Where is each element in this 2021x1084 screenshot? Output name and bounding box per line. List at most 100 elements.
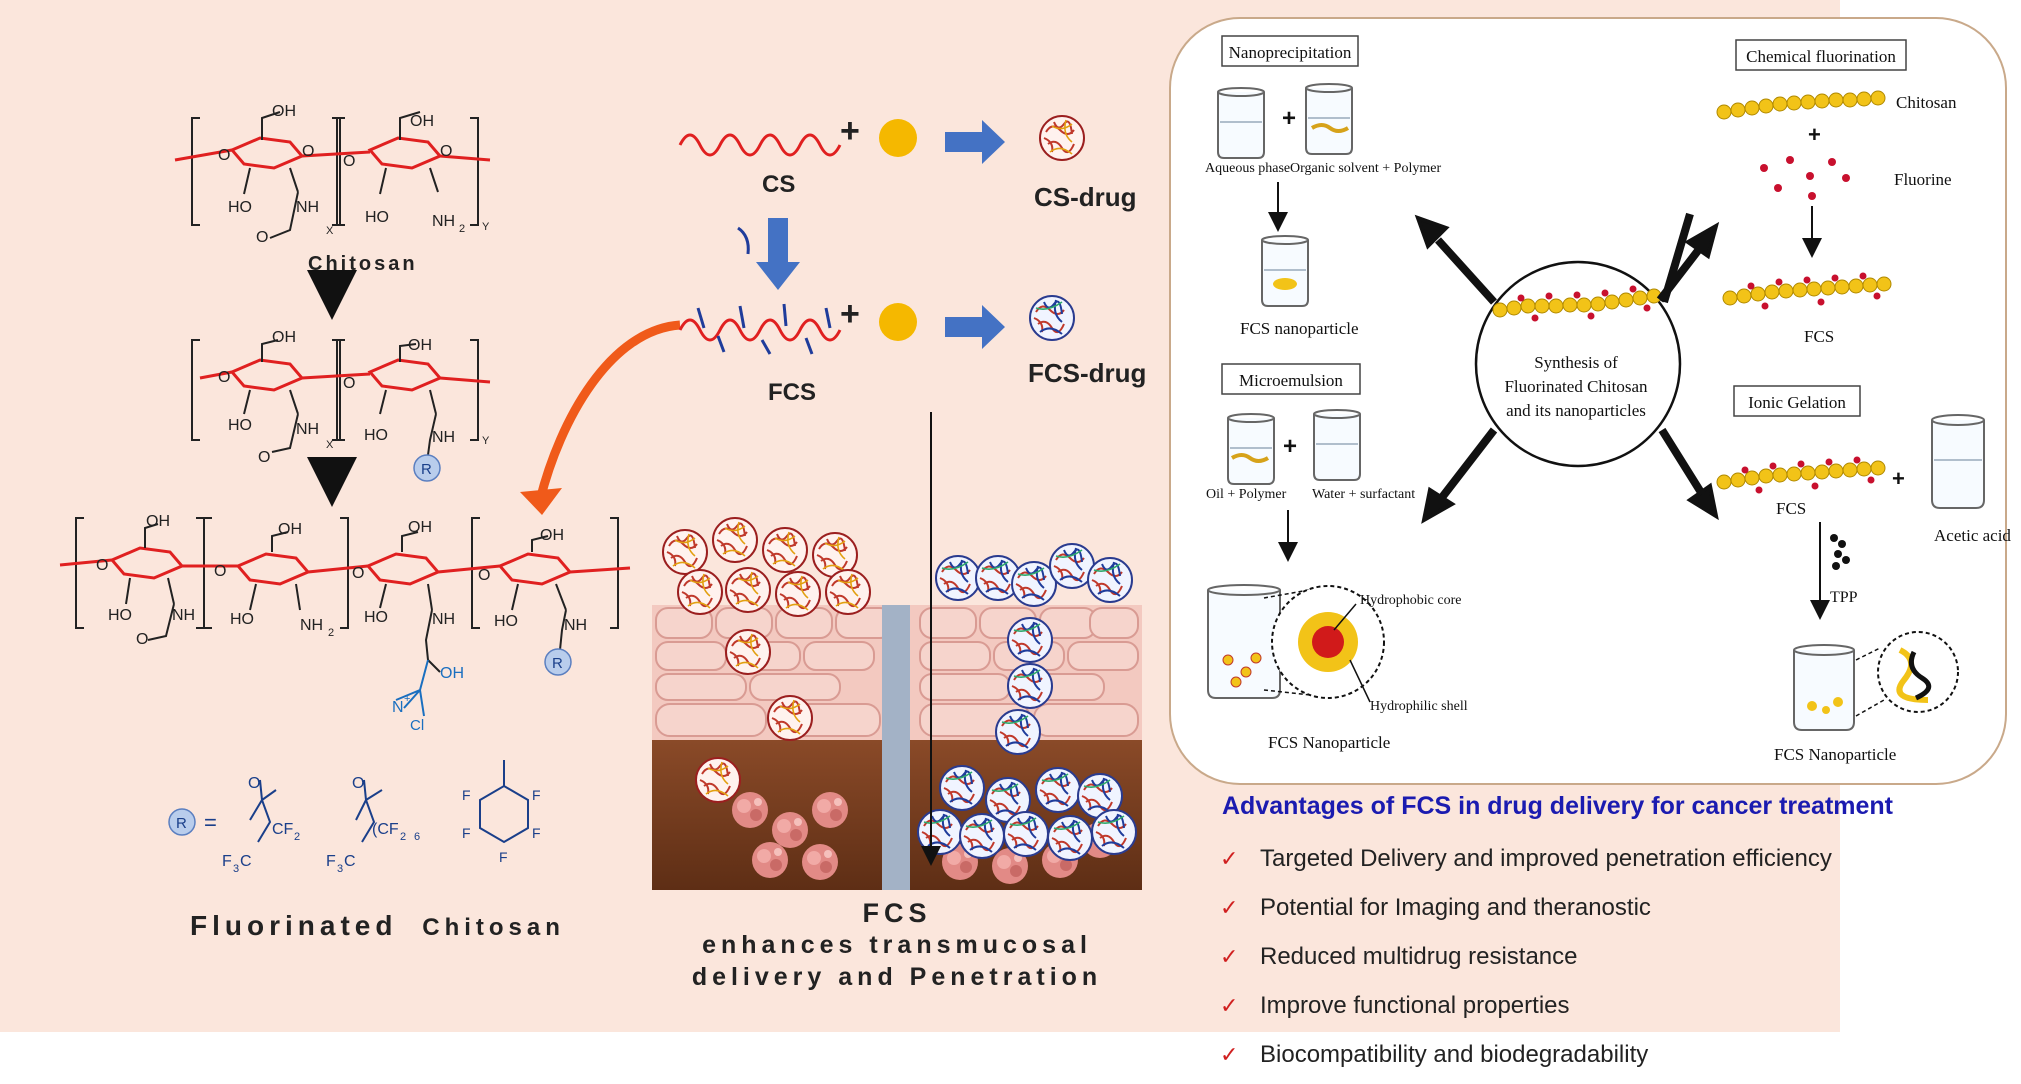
atom-label: Cl (410, 717, 424, 734)
atom-label: O (258, 449, 270, 466)
diagonal-arrow-head (1421, 486, 1456, 524)
atom-label: F (222, 853, 232, 870)
caption-part-a: Fluorinated (190, 910, 397, 941)
cs-label: CS (762, 171, 795, 198)
chemical-fluorination-title-box (1735, 39, 1907, 71)
diagonal-arrow-head (1414, 214, 1450, 250)
diagonal-arrow-head (1684, 221, 1720, 260)
atom-label: O (478, 567, 490, 584)
repeat-x: X (326, 225, 334, 237)
check-icon: ✓ (1220, 894, 1239, 920)
plus-sign: + (1892, 466, 1905, 491)
fluorinated-chitosan-caption: Fluorinated Chitosan (190, 910, 565, 941)
center-line2: Fluorinated Chitosan (1504, 377, 1648, 396)
atom-subscript: 3 (233, 863, 239, 875)
nanoparticle-cluster (1273, 278, 1297, 290)
atom-label: NH (564, 617, 587, 634)
center-bead-chain (1492, 285, 1662, 322)
atom-label: O (343, 375, 355, 392)
atom-label: NH (432, 429, 455, 446)
fcs-label: FCS (768, 379, 816, 406)
atom-label: O (256, 229, 268, 246)
atom-label: N (392, 699, 404, 716)
atom-label: OH (408, 337, 432, 354)
advantage-text: Biocompatibility and biodegradability (1260, 1040, 1649, 1068)
diagonal-arrow (1435, 237, 1497, 305)
center-line1: Synthesis of (1534, 353, 1618, 372)
atom-label: HO (364, 609, 388, 626)
plus-sign: + (1283, 433, 1297, 460)
r-group-definitions (168, 760, 529, 844)
atom-label: O (352, 775, 364, 792)
cs-drug-label: CS-drug (1034, 182, 1137, 212)
nanoprecipitation-title: Nanoprecipitation (1229, 43, 1352, 62)
r-group: R (176, 815, 187, 832)
microemulsion-product: FCS Nanoparticle (1268, 733, 1390, 752)
cs-drug-nanoparticle (1039, 115, 1085, 161)
fluorine-dots (1760, 156, 1850, 200)
atom-label: C (240, 853, 252, 870)
atom-label: OH (440, 665, 464, 682)
atom-label: F (462, 787, 471, 803)
chitosan-label: Chitosan (308, 253, 418, 275)
tpp-label: TPP (1830, 589, 1858, 606)
atom-label: F (462, 825, 471, 841)
beaker (1305, 83, 1353, 155)
atom-label: NH (432, 611, 455, 628)
repeat-y: Y (482, 221, 490, 233)
diagonal-arrow-head (1686, 482, 1719, 521)
plus-sign: + (1808, 122, 1821, 147)
atom-label: O (218, 369, 230, 386)
atom-label: NH (172, 607, 195, 624)
polymer-solution (1230, 453, 1270, 463)
atom-label: OH (146, 513, 170, 530)
advantage-item: ✓Reduced multidrug resistance (1210, 932, 1832, 981)
tpp-molecule (1830, 534, 1850, 570)
middle-caption-line1: FCS (863, 898, 932, 928)
plus-sign: + (840, 295, 860, 333)
plus-sign: + (1282, 105, 1296, 132)
atom-label: F (326, 853, 336, 870)
drug-molecule (879, 119, 917, 157)
hydrophilic-shell-label: Hydrophilic shell (1370, 699, 1468, 714)
advantages-title: Advantages of FCS in drug delivery for c… (1222, 792, 1893, 820)
beaker (1227, 413, 1275, 485)
advantages-box: Advantages of FCS in drug delivery for c… (1210, 792, 2010, 1072)
advantages-list: ✓ Targeted Delivery and improved penetrat… (1210, 834, 1832, 1079)
beaker (1217, 87, 1265, 159)
atom-label: NH (432, 213, 455, 230)
repeat-y: Y (482, 435, 490, 447)
atom-label: F (499, 849, 508, 865)
atom-label: NH (296, 421, 319, 438)
atom-label: C (344, 853, 356, 870)
check-icon: ✓ (1220, 845, 1239, 871)
substituted-chitosan-structure (191, 339, 491, 482)
check-icon: ✓ (1220, 1041, 1239, 1067)
advantage-item: ✓Improve functional properties (1210, 981, 1832, 1030)
atom-label: HO (230, 611, 254, 628)
advantage-item: ✓ Targeted Delivery and improved penetrat… (1210, 834, 1832, 883)
caption-part-b: Chitosan (422, 914, 565, 941)
atom-label: OH (410, 113, 434, 130)
atom-label: OH (278, 521, 302, 538)
atom-label: F (532, 825, 541, 841)
advantage-text: Targeted Delivery and improved penetrati… (1260, 844, 1832, 872)
orange-curved-arrow (535, 320, 681, 502)
fluorine-side-groups (696, 303, 832, 355)
diagonal-arrow (1658, 427, 1706, 497)
diagonal-arrow (1656, 245, 1704, 303)
check-icon: ✓ (1220, 992, 1239, 1018)
hydrophobic-core-label: Hydrophobic core (1360, 593, 1461, 608)
atom-label: HO (228, 417, 252, 434)
blue-arrow (945, 305, 1005, 349)
atom-label: F (532, 787, 541, 803)
blue-down-arrow (756, 218, 800, 290)
orange-arrow-head (520, 488, 562, 515)
middle-caption-line2: enhances transmucosal (702, 931, 1092, 959)
repeat-x: X (326, 439, 334, 451)
r-group: R (421, 461, 432, 478)
ionic-gelation-title: Ionic Gelation (1748, 393, 1846, 412)
oil-polymer-label: Oil + Polymer (1206, 487, 1287, 502)
nanoprecipitation-product: FCS nanoparticle (1240, 319, 1359, 338)
